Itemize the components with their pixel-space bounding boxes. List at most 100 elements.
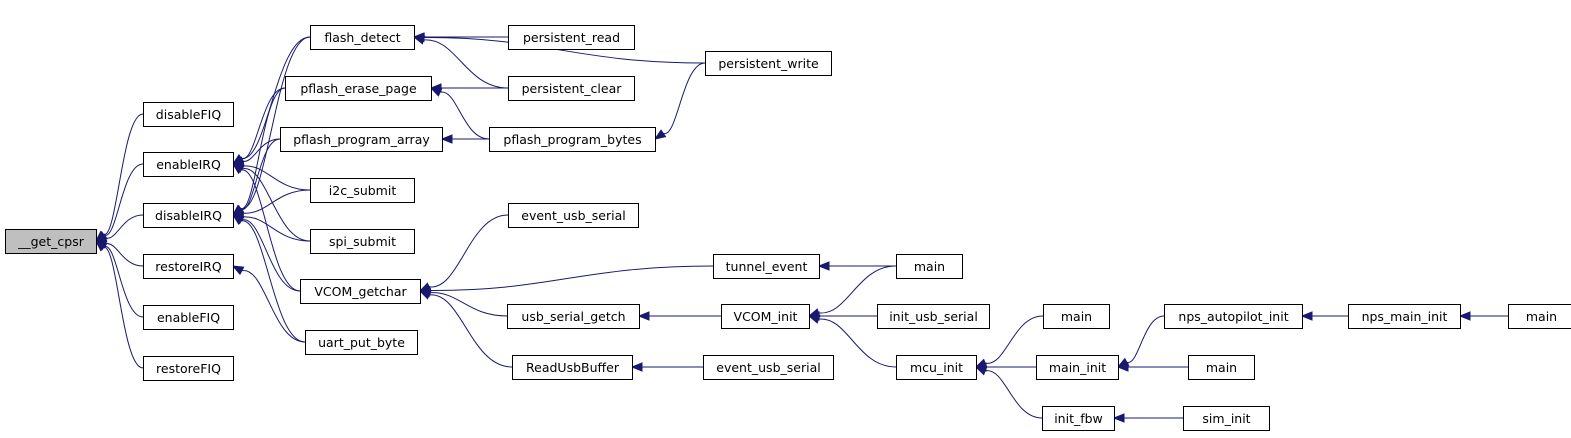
node-label: init_fbw	[1054, 411, 1103, 426]
node-box[interactable]	[1183, 406, 1270, 431]
node-box[interactable]	[1036, 355, 1119, 380]
node-box[interactable]	[703, 355, 834, 380]
node-main_1[interactable]: main	[896, 254, 963, 279]
edge-VCOM_getchar-to-enableIRQ	[231, 163, 301, 292]
node-persistent_read[interactable]: persistent_read	[508, 25, 635, 50]
node-main_2[interactable]: main	[1043, 304, 1110, 329]
node-box[interactable]	[508, 203, 639, 228]
node-get_cpsr[interactable]: __get_cpsr	[5, 229, 97, 254]
node-pflash_program_array[interactable]: pflash_program_array	[280, 127, 443, 152]
node-box[interactable]	[896, 355, 977, 380]
node-label: restoreIRQ	[155, 259, 222, 274]
node-main_init[interactable]: main_init	[1036, 355, 1119, 380]
node-box[interactable]	[1508, 304, 1571, 329]
node-box[interactable]	[721, 304, 810, 329]
arrowhead-icon	[1458, 311, 1471, 321]
node-enableIRQ[interactable]: enableIRQ	[143, 152, 234, 177]
edge-usb_serial_getch-to-VCOM_getchar	[418, 288, 508, 317]
edge-nps_main_init-to-nps_autopilot_init	[1300, 311, 1349, 321]
node-uart_put_byte[interactable]: uart_put_byte	[305, 330, 418, 355]
node-box[interactable]	[143, 152, 234, 177]
node-box[interactable]	[5, 229, 97, 254]
node-label: pflash_program_bytes	[503, 132, 641, 147]
node-persistent_clear[interactable]: persistent_clear	[508, 76, 635, 101]
node-disableIRQ[interactable]: disableIRQ	[143, 203, 234, 228]
node-init_fbw[interactable]: init_fbw	[1042, 406, 1115, 431]
edge-line	[423, 37, 706, 64]
node-box[interactable]	[310, 178, 415, 203]
edge-line	[102, 247, 144, 369]
node-box[interactable]	[508, 76, 635, 101]
node-box[interactable]	[143, 203, 234, 228]
edge-line	[429, 214, 509, 288]
node-box[interactable]	[489, 127, 656, 152]
node-box[interactable]	[705, 51, 832, 76]
node-flash_detect[interactable]: flash_detect	[310, 25, 415, 50]
node-usb_serial_getch[interactable]: usb_serial_getch	[507, 304, 640, 329]
node-main_3[interactable]: main	[1188, 355, 1255, 380]
node-box[interactable]	[143, 356, 234, 381]
node-event_usb_serial_2[interactable]: event_usb_serial	[703, 355, 834, 380]
edge-line	[818, 265, 897, 314]
node-label: mcu_init	[910, 360, 963, 375]
node-box[interactable]	[1042, 406, 1115, 431]
node-box[interactable]	[1188, 355, 1255, 380]
arrowhead-icon	[231, 214, 245, 226]
node-box[interactable]	[877, 304, 990, 329]
node-sim_init[interactable]: sim_init	[1183, 406, 1270, 431]
node-label: __get_cpsr	[17, 234, 85, 249]
edge-init_fbw-to-mcu_init	[974, 366, 1043, 419]
node-box[interactable]	[512, 355, 633, 380]
edge-disableIRQ-to-get_cpsr	[94, 214, 144, 243]
node-box[interactable]	[1043, 304, 1110, 329]
node-box[interactable]	[1164, 304, 1303, 329]
node-label: main	[1206, 360, 1237, 375]
node-pflash_erase_page[interactable]: pflash_erase_page	[285, 76, 432, 101]
node-label: main	[1526, 309, 1557, 324]
node-box[interactable]	[713, 254, 820, 279]
node-label: persistent_clear	[522, 81, 623, 96]
node-box[interactable]	[508, 25, 635, 50]
node-restoreFIQ[interactable]: restoreFIQ	[143, 356, 234, 381]
node-nps_autopilot_init[interactable]: nps_autopilot_init	[1164, 304, 1303, 329]
node-event_usb_serial_1[interactable]: event_usb_serial	[508, 203, 639, 228]
node-label: flash_detect	[324, 30, 400, 45]
node-pflash_program_bytes[interactable]: pflash_program_bytes	[489, 127, 656, 152]
node-layer: __get_cpsr disableFIQ enableIRQ disableIRQ r…	[5, 25, 1571, 431]
node-box[interactable]	[507, 304, 640, 329]
node-box[interactable]	[143, 254, 234, 279]
edge-spi_submit-to-disableIRQ	[231, 212, 311, 242]
node-box[interactable]	[280, 127, 443, 152]
node-box[interactable]	[285, 76, 432, 101]
node-box[interactable]	[143, 305, 234, 330]
node-restoreIRQ[interactable]: restoreIRQ	[143, 254, 234, 279]
edge-line	[242, 216, 311, 242]
node-nps_main_init[interactable]: nps_main_init	[1348, 304, 1461, 329]
node-box[interactable]	[1348, 304, 1461, 329]
node-i2c_submit[interactable]: i2c_submit	[310, 178, 415, 203]
edge-line	[105, 214, 144, 239]
node-VCOM_init[interactable]: VCOM_init	[721, 304, 810, 329]
node-enableFIQ[interactable]: enableFIQ	[143, 305, 234, 330]
edge-line	[663, 62, 706, 134]
node-box[interactable]	[143, 102, 234, 127]
node-box[interactable]	[310, 25, 415, 50]
edge-line	[818, 318, 897, 368]
node-mcu_init[interactable]: mcu_init	[896, 355, 977, 380]
node-box[interactable]	[896, 254, 963, 279]
node-disableFIQ[interactable]: disableFIQ	[143, 102, 234, 127]
node-tunnel_event[interactable]: tunnel_event	[713, 254, 820, 279]
node-main_4[interactable]: main	[1508, 304, 1571, 329]
node-ReadUsbBuffer[interactable]: ReadUsbBuffer	[512, 355, 633, 380]
node-persistent_write[interactable]: persistent_write	[705, 51, 832, 76]
node-box[interactable]	[305, 330, 418, 355]
edge-mcu_init-to-VCOM_init	[807, 314, 897, 368]
node-VCOM_getchar[interactable]: VCOM_getchar	[300, 279, 421, 304]
node-init_usb_serial[interactable]: init_usb_serial	[877, 304, 990, 329]
node-box[interactable]	[300, 279, 421, 304]
edge-uart_put_byte-to-disableIRQ	[231, 214, 306, 343]
node-box[interactable]	[310, 229, 415, 254]
arrowhead-icon	[974, 366, 988, 376]
node-spi_submit[interactable]: spi_submit	[310, 229, 415, 254]
node-label: disableIRQ	[155, 208, 222, 223]
